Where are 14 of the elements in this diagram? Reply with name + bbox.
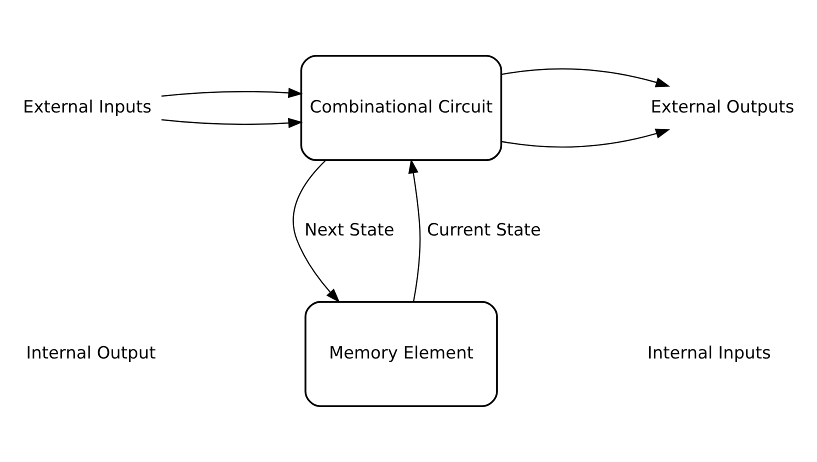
edge-label: Current State xyxy=(427,219,541,240)
node-box: Combinational Circuit xyxy=(300,54,502,161)
label: Internal Output xyxy=(26,342,156,363)
arrow xyxy=(161,88,303,98)
node-text: External Inputs xyxy=(23,96,152,116)
arrow xyxy=(161,118,303,128)
arrow xyxy=(292,160,340,303)
label: Internal Inputs xyxy=(647,342,771,363)
arrow xyxy=(501,68,670,88)
arrow xyxy=(501,128,670,148)
arrow xyxy=(408,158,421,302)
node-box: Memory Element xyxy=(304,301,498,408)
node-text: External Outputs xyxy=(650,96,794,116)
edge-label: Next State xyxy=(304,219,394,240)
